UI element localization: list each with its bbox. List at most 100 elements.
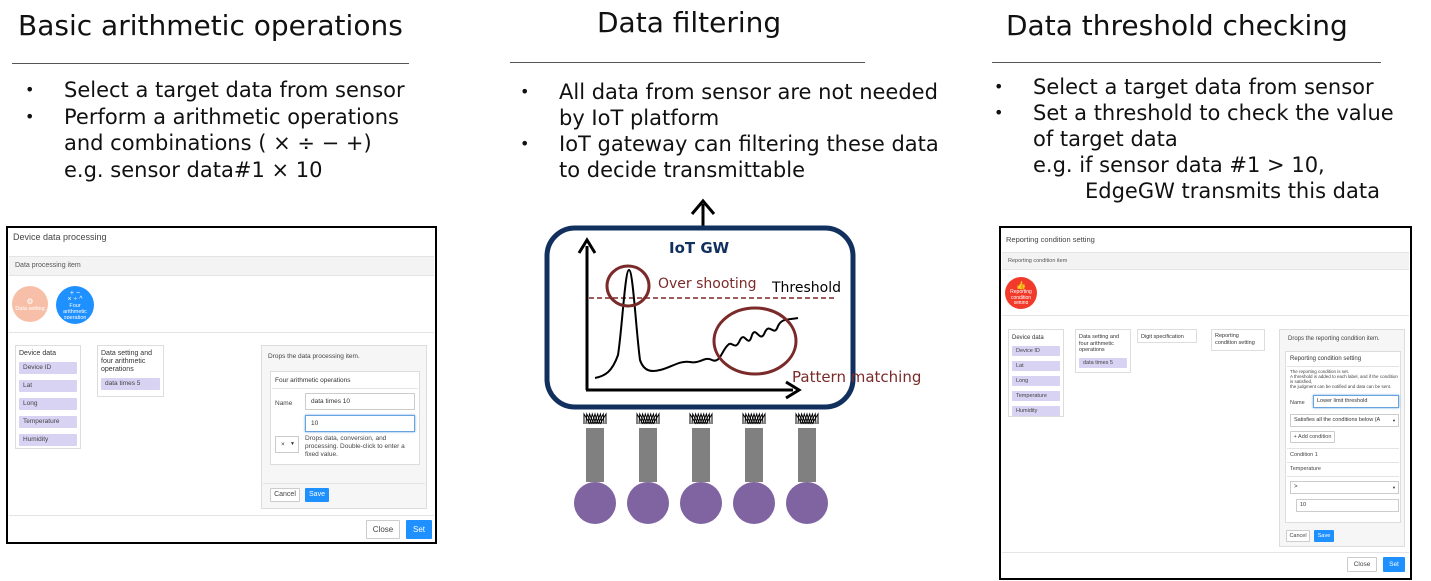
device-data-item[interactable]: Temperature xyxy=(1012,391,1060,401)
field-divider xyxy=(1287,476,1399,477)
device-data-item[interactable]: Humidity xyxy=(19,434,77,446)
four-arithmetic-form: Four arithmetic operations Name data tim… xyxy=(270,371,420,465)
left-bullets: Select a target data from sensor Perform… xyxy=(18,77,405,183)
footer-divider xyxy=(9,515,434,516)
sensor-circle xyxy=(627,482,669,524)
sensor-arrowhead xyxy=(756,412,764,425)
right-bullets: Select a target data from sensor Set a t… xyxy=(987,74,1394,204)
chevron-down-icon: ▼ xyxy=(1392,415,1396,426)
left-divider xyxy=(12,63,409,64)
form-title-divider xyxy=(1287,366,1399,367)
thumbs-up-icon: 👍 xyxy=(1016,281,1026,290)
middle-bullet-1: All data from sensor are not needed xyxy=(513,79,939,105)
device-data-item[interactable]: Lat xyxy=(19,380,77,392)
name-input[interactable]: data times 10 xyxy=(305,393,415,410)
name-input[interactable]: Lower limit threshold xyxy=(1313,395,1399,408)
device-data-panel-title: Device data xyxy=(19,350,56,357)
sensor-circle xyxy=(574,482,616,524)
device-data-item[interactable]: Device ID xyxy=(1012,346,1060,356)
drop-processing-panel: Drops the data processing item. Four ari… xyxy=(261,345,427,509)
sensor-arrowhead xyxy=(758,412,766,425)
footer-divider xyxy=(1002,552,1409,553)
form-title-divider xyxy=(272,388,418,389)
operator-select[interactable]: > ▼ xyxy=(1290,481,1399,494)
fixed-value-input[interactable]: 10 xyxy=(305,415,415,432)
save-button[interactable]: Save xyxy=(1314,530,1334,542)
data-setting-panel: Data setting and four arithmetic operati… xyxy=(1075,329,1131,373)
four-label: Four xyxy=(69,303,81,309)
reporting-setting-title: Reporting condition setting xyxy=(1215,333,1255,346)
right-divider xyxy=(992,62,1381,63)
four-arithmetic-circle[interactable]: + − × ÷ ^ Four arithmetic operation xyxy=(56,286,94,324)
reporting-item-band: Reporting condition item xyxy=(1002,252,1409,270)
circle-row-divider xyxy=(1002,315,1409,316)
data-setting-circle[interactable]: ⚙ Data setting xyxy=(12,286,48,322)
pattern-matching-label: Pattern matching xyxy=(792,368,922,386)
middle-bullet-1-cont: by IoT platform xyxy=(559,106,720,130)
data-setting-panel-title: Data setting and four arithmetic operati… xyxy=(1079,334,1120,353)
sensor-arrowhead xyxy=(811,412,819,425)
reporting-form-title: Reporting condition setting xyxy=(1290,356,1362,362)
device-data-item[interactable]: Lat xyxy=(1012,361,1060,371)
x-axis-arrowhead xyxy=(785,380,802,400)
circle-row-divider xyxy=(9,332,434,333)
overshoot-circle xyxy=(605,264,651,308)
data-setting-item[interactable]: data times 5 xyxy=(1079,357,1127,368)
reporting-description-2: A threshold is added to each label, and … xyxy=(1290,374,1398,384)
operator-value: × xyxy=(281,441,285,448)
operation-label: operation xyxy=(63,315,87,319)
data-setting-panel: Data setting and four arithmetic operati… xyxy=(97,345,164,397)
middle-divider xyxy=(510,62,865,63)
drop-hint: Drops data, conversion, and processing. … xyxy=(305,435,405,458)
four-arithmetic-form-title: Four arithmetic operations xyxy=(275,377,351,384)
operator-value: > xyxy=(1294,484,1298,490)
right-bullet-2-cont-1: of target data xyxy=(1033,127,1178,151)
operator-select[interactable]: × ▼ xyxy=(275,436,299,453)
sensor-circle xyxy=(733,482,775,524)
device-data-item[interactable]: Long xyxy=(1012,376,1060,386)
device-data-item[interactable]: Temperature xyxy=(19,416,77,428)
sensor-circle xyxy=(786,482,828,524)
pattern-circle xyxy=(712,306,798,376)
left-bullet-2-cont-2: e.g. sensor data#1 × 10 xyxy=(64,157,323,182)
save-button[interactable]: Save xyxy=(305,488,329,502)
sensor-arrowhead xyxy=(652,412,660,425)
close-button[interactable]: Close xyxy=(366,520,400,539)
device-data-item[interactable]: Humidity xyxy=(1012,406,1060,416)
condition-mode-value: Satisfies all the conditions below (A xyxy=(1294,417,1381,423)
digit-specification-title: Digit specification xyxy=(1141,334,1184,340)
arithmetic-symbols-icon: + − × ÷ ^ xyxy=(67,290,83,303)
set-button[interactable]: Set xyxy=(1383,557,1405,572)
sensor-node xyxy=(574,412,616,524)
chevron-down-icon: ▼ xyxy=(290,441,295,447)
data-setting-item[interactable]: data times 5 xyxy=(101,378,160,390)
name-label: Name xyxy=(275,400,293,407)
reporting-condition-circle[interactable]: 👍 Reporting condition setting xyxy=(1005,277,1037,309)
device-data-item[interactable]: Device ID xyxy=(19,362,77,374)
condition-divider xyxy=(1287,462,1399,463)
sensor-arrowhead xyxy=(599,412,607,425)
condition-label: condition xyxy=(1010,294,1031,301)
right-bullet-2-cont-2: e.g. if sensor data #1 > 10, xyxy=(1033,153,1325,177)
sensor-array xyxy=(574,412,828,524)
device-data-item[interactable]: Long xyxy=(19,398,77,410)
cancel-button[interactable]: Cancel xyxy=(270,488,300,502)
data-setting-label: Data setting xyxy=(15,305,45,312)
close-button[interactable]: Close xyxy=(1347,557,1377,572)
condition-mode-select[interactable]: Satisfies all the conditions below (A ▼ xyxy=(1290,414,1399,427)
drop-reporting-panel: Drops the reporting condition item. Repo… xyxy=(1279,329,1405,547)
set-button[interactable]: Set xyxy=(406,520,432,539)
cancel-button[interactable]: Cancel xyxy=(1286,530,1310,542)
over-shooting-label: Over shooting xyxy=(658,276,757,292)
sensor-node xyxy=(733,412,775,524)
sensor-arrowhead xyxy=(703,412,711,425)
threshold-value-input[interactable]: 10 xyxy=(1296,499,1399,512)
condition-field-label: Temperature xyxy=(1290,466,1321,472)
add-condition-button[interactable]: + Add condition xyxy=(1290,431,1335,443)
left-bullet-2-cont-1: and combinations ( × ÷ − +) xyxy=(64,131,372,155)
left-bullet-1: Select a target data from sensor xyxy=(18,77,405,104)
device-data-panel: Device data Device ID Lat Long Temperatu… xyxy=(1008,329,1064,417)
right-title: Data threshold checking xyxy=(1006,9,1348,42)
reporting-setting-panel: Reporting condition setting xyxy=(1211,329,1265,351)
